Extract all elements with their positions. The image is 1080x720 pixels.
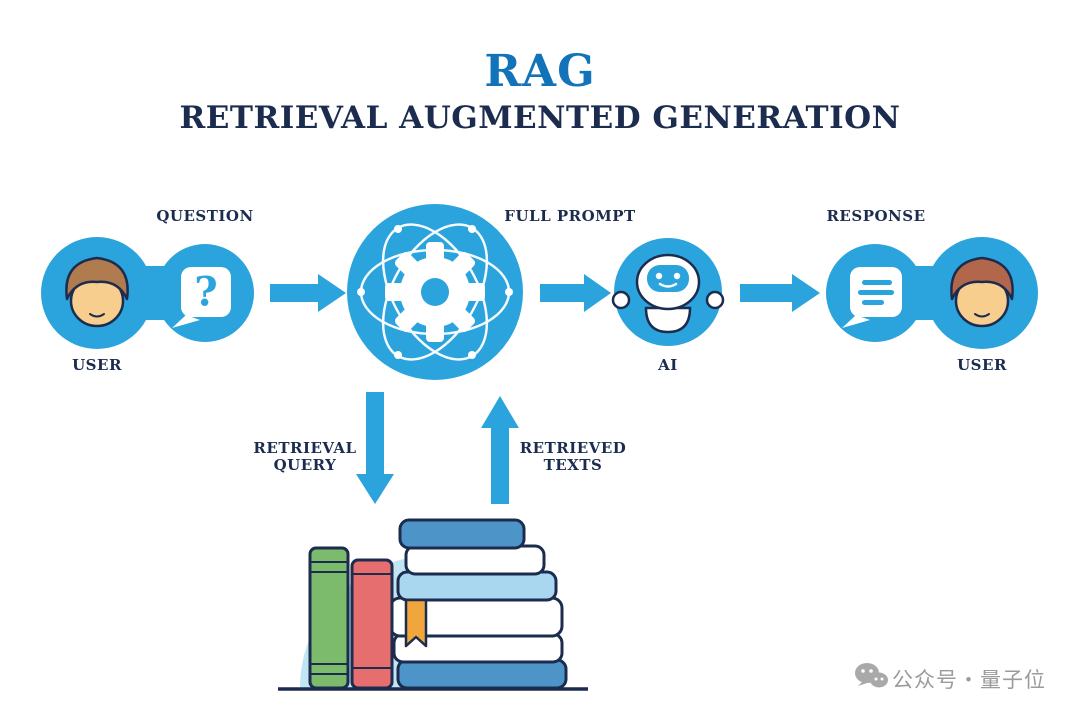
retrieved-texts-line2: TEXTS: [543, 456, 603, 474]
user-left-node: [41, 237, 254, 349]
page-title: RAG: [484, 46, 596, 97]
response-bubble-icon: [842, 267, 902, 328]
ai-label: AI: [658, 356, 678, 374]
robot-icon: [611, 253, 725, 334]
network-dots-icon: [357, 225, 513, 359]
arrow-retrieval-query-icon: [356, 392, 394, 504]
ai-node: [611, 238, 725, 346]
wechat-icon: [855, 663, 888, 688]
retrieved-texts-label: RETRIEVED TEXTS: [520, 440, 627, 474]
books-icon: [278, 518, 588, 691]
retrieval-query-line1: RETRIEVAL: [253, 439, 357, 457]
user-left-avatar-icon: [65, 256, 129, 328]
processor-node: [347, 204, 523, 380]
user-left-label: USER: [72, 356, 122, 374]
watermark-text: 公众号・量子位: [892, 668, 1046, 692]
page-subtitle: RETRIEVAL AUGMENTED GENERATION: [179, 100, 901, 136]
arrow-question-to-processor-icon: [270, 274, 346, 312]
question-mark: ?: [194, 268, 218, 316]
user-right-node: [826, 237, 1038, 349]
retrieval-query-label: RETRIEVAL QUERY: [253, 440, 356, 474]
question-label: QUESTION: [156, 207, 254, 225]
bookmark-icon: [404, 598, 428, 648]
arrow-retrieved-texts-icon: [481, 396, 519, 504]
gear-icon: [385, 242, 485, 342]
arrow-ai-to-user-icon: [740, 274, 820, 312]
question-bubble-icon: [172, 267, 231, 328]
arrow-processor-to-ai-icon: [540, 274, 611, 312]
user-right-label: USER: [957, 356, 1007, 374]
full-prompt-label: FULL PROMPT: [504, 207, 636, 225]
retrieved-texts-line1: RETRIEVED: [519, 439, 627, 457]
response-label: RESPONSE: [826, 207, 926, 225]
retrieval-query-line2: QUERY: [273, 456, 337, 474]
user-right-avatar-icon: [950, 256, 1014, 328]
